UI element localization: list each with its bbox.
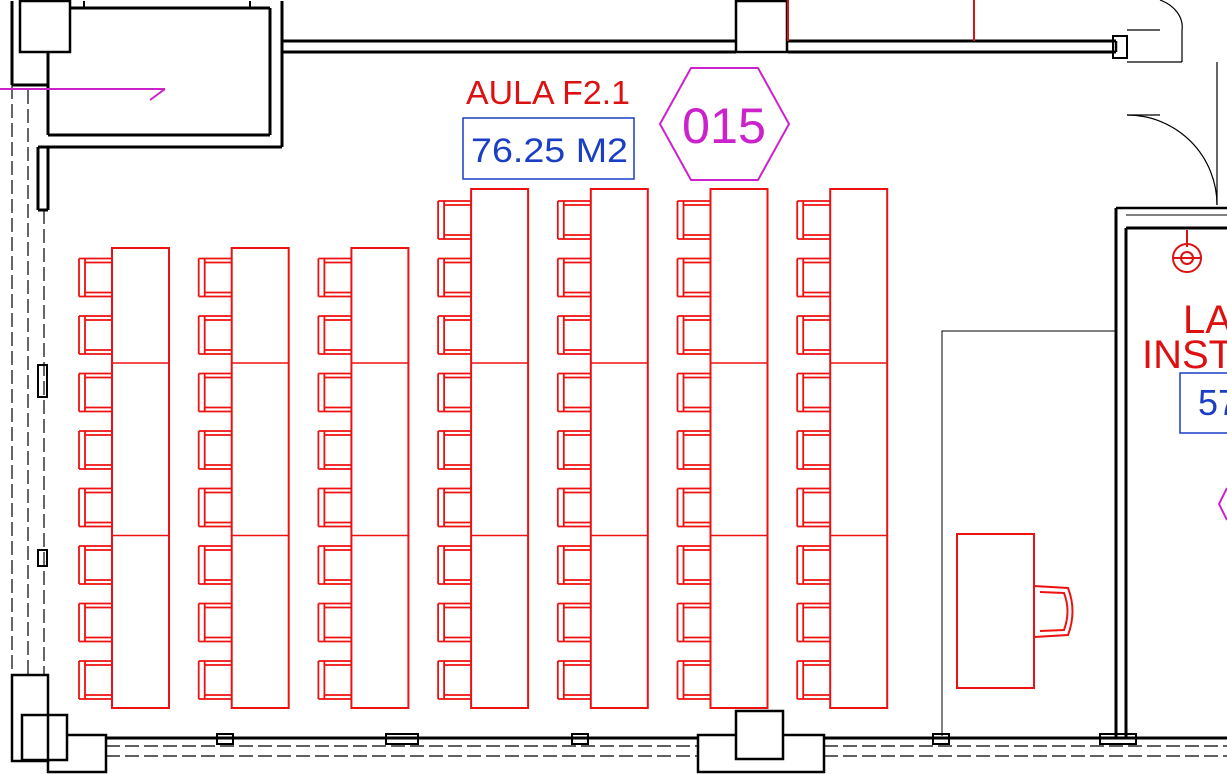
chair-icon <box>317 487 352 528</box>
chair-icon <box>556 372 591 413</box>
chair-icon <box>676 257 711 298</box>
chair-icon <box>437 372 472 413</box>
chair-icon <box>317 545 352 585</box>
chair-icon <box>556 315 591 355</box>
chair-icon <box>437 487 472 528</box>
chair-icon <box>78 660 112 700</box>
chair-icon <box>437 200 472 240</box>
seat-column <box>676 188 769 709</box>
chair-icon <box>676 660 711 700</box>
chair-icon <box>796 545 831 585</box>
chair-icon <box>556 430 591 470</box>
room-number-hexagon <box>658 67 791 181</box>
column-top <box>734 0 789 54</box>
partition-marks <box>787 0 975 41</box>
chair-icon <box>796 430 831 470</box>
chair-icon <box>317 315 352 355</box>
chair-icon <box>197 660 232 700</box>
column-bottom <box>734 709 785 761</box>
chair-icon <box>78 487 112 528</box>
chair-icon <box>437 257 472 298</box>
seat-column <box>197 247 290 709</box>
chair-icon <box>437 430 472 470</box>
column-bottom-left-inner <box>20 713 69 762</box>
chair-icon <box>556 200 591 240</box>
chair-icon <box>796 315 831 355</box>
desk-row <box>230 247 290 709</box>
chair-icon <box>197 257 232 298</box>
chair-icon <box>317 257 352 298</box>
chair-icon <box>676 315 711 355</box>
seat-column <box>317 247 410 709</box>
chair-icon <box>676 372 711 413</box>
adjacent-room-name-line1: LAB <box>1183 298 1227 342</box>
column-bottom-left <box>10 673 50 763</box>
fire-hose-icon <box>1172 230 1202 273</box>
chair-icon <box>796 200 831 240</box>
section-arrow-icon <box>0 88 166 101</box>
desk-row <box>470 188 530 709</box>
chair-icon <box>78 315 112 355</box>
area-box <box>462 117 635 180</box>
seat-column <box>78 247 170 709</box>
adjacent-room-number-hexagon <box>1217 487 1227 521</box>
seat-column <box>556 188 649 709</box>
room-number: 015 <box>682 98 766 154</box>
desk-row <box>709 188 769 709</box>
chair-icon <box>317 602 352 643</box>
seating-area <box>78 188 889 709</box>
teacher-chair-icon <box>1033 585 1074 638</box>
chair-icon <box>796 372 831 413</box>
chair-icon <box>197 545 232 585</box>
chair-icon <box>78 545 112 585</box>
column-top-left <box>18 0 72 54</box>
teacher-desk <box>956 533 1035 689</box>
chair-icon <box>78 257 112 298</box>
doors <box>1126 0 1218 206</box>
chair-icon <box>317 660 352 700</box>
chair-icon <box>197 487 232 528</box>
room-area: 76.25 M2 <box>471 132 628 170</box>
chair-icon <box>78 430 112 470</box>
chair-icon <box>437 602 472 643</box>
desk-row <box>350 247 410 709</box>
chair-icon <box>437 545 472 585</box>
chair-icon <box>437 315 472 355</box>
chair-icon <box>78 372 112 413</box>
walls <box>10 0 1227 774</box>
chair-icon <box>556 487 591 528</box>
chair-icon <box>317 430 352 470</box>
seat-column <box>796 188 889 709</box>
chair-icon <box>676 430 711 470</box>
room-name: AULA F2.1 <box>466 74 630 111</box>
chair-icon <box>556 257 591 298</box>
chair-icon <box>197 602 232 643</box>
desk-row <box>111 247 170 709</box>
desk-row <box>829 188 889 709</box>
chair-icon <box>556 602 591 643</box>
chair-icon <box>796 257 831 298</box>
chair-icon <box>437 660 472 700</box>
chair-icon <box>78 602 112 643</box>
chair-icon <box>556 545 591 585</box>
adjacent-room-area: 57 <box>1198 382 1227 423</box>
desk-row <box>589 188 649 709</box>
chair-icon <box>796 660 831 700</box>
chair-icon <box>197 372 232 413</box>
chair-icon <box>556 660 591 700</box>
chair-icon <box>796 487 831 528</box>
chair-icon <box>197 315 232 355</box>
seat-column <box>437 188 530 709</box>
chair-icon <box>676 602 711 643</box>
adjacent-room-name-line2: INSTR <box>1142 333 1227 377</box>
chair-icon <box>676 487 711 528</box>
chair-icon <box>197 430 232 470</box>
chair-icon <box>676 545 711 585</box>
chair-icon <box>676 200 711 240</box>
chair-icon <box>796 602 831 643</box>
adjacent-area-box <box>1179 372 1227 434</box>
chair-icon <box>317 372 352 413</box>
